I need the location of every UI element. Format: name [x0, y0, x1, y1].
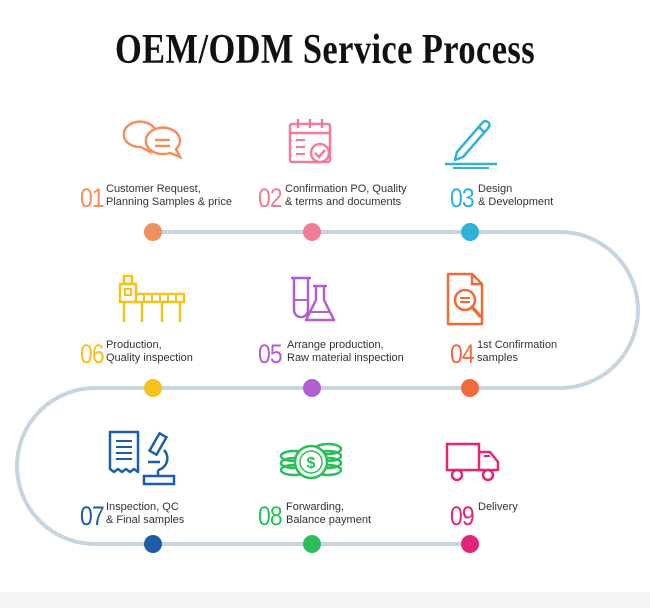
step-dot-01 — [144, 223, 162, 241]
step-label: Customer Request, Planning Samples & pri… — [106, 183, 232, 208]
step-dot-09 — [461, 535, 479, 553]
step-label: Delivery — [478, 501, 518, 513]
step-dot-07 — [144, 535, 162, 553]
document-search-icon — [446, 272, 484, 326]
step-number: 09 — [450, 501, 475, 531]
microscope-report-icon — [108, 430, 176, 486]
page-title: OEM/ODM Service Process — [114, 27, 536, 73]
chat-bubbles-icon — [122, 120, 183, 160]
step-number: 01 — [80, 183, 105, 213]
calendar-check-icon — [288, 119, 332, 164]
pen-design-icon — [445, 119, 497, 169]
step-label: Arrange production, Raw material inspect… — [287, 339, 404, 364]
step-number: 03 — [450, 183, 475, 213]
step-label: Inspection, QC & Final samples — [106, 501, 185, 526]
step-label: Confirmation PO, Quality & terms and doc… — [285, 183, 407, 208]
step-label: 1st Confirmation samples — [477, 339, 558, 364]
step-label: Forwarding, Balance payment — [286, 501, 371, 526]
step-number: 05 — [258, 339, 283, 369]
step-number: 07 — [80, 501, 105, 531]
lab-flasks-icon — [291, 276, 336, 322]
step-dot-08 — [303, 535, 321, 553]
step-dot-04 — [461, 379, 479, 397]
step-dot-03 — [461, 223, 479, 241]
step-label: Design & Development — [478, 183, 554, 208]
step-number: 08 — [258, 501, 283, 531]
step-dot-05 — [303, 379, 321, 397]
production-line-icon — [118, 274, 186, 322]
money-coins-icon: $ — [279, 442, 343, 480]
step-label: Production, Quality inspection — [106, 339, 193, 364]
svg-text:$: $ — [307, 455, 316, 472]
step-number: 02 — [258, 183, 283, 213]
step-number: 06 — [80, 339, 105, 369]
delivery-truck-icon — [445, 442, 500, 482]
bottom-strip — [0, 592, 650, 608]
step-number: 04 — [450, 339, 475, 369]
step-dot-02 — [303, 223, 321, 241]
step-dot-06 — [144, 379, 162, 397]
